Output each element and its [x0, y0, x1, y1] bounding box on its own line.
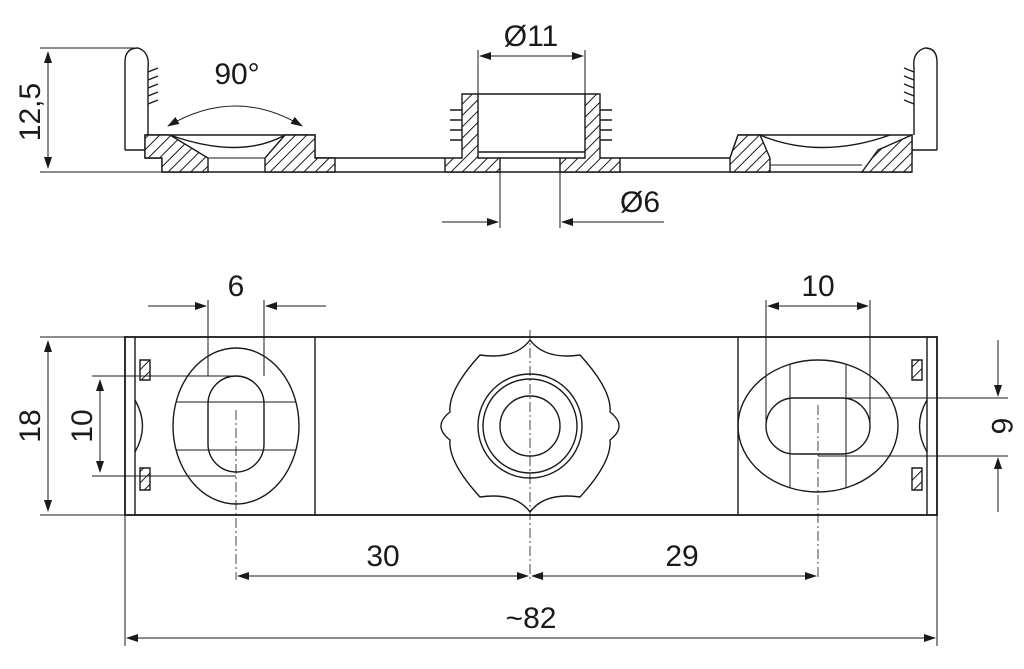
- dim-right-slot-height-text: 6: [985, 418, 1018, 435]
- dim-right-slot-width-text: 10: [801, 270, 834, 303]
- dim-outer-dia-text: Ø11: [504, 20, 558, 53]
- left-end-wall: [124, 47, 149, 150]
- right-countersink-section-b: [860, 133, 913, 173]
- dim-width-text: 18: [14, 409, 47, 442]
- countersink-curve-left: [169, 134, 286, 149]
- dim-overall-text: ~82: [506, 602, 557, 635]
- left-countersink-section-a: [144, 134, 209, 173]
- dim-left-slot-width-text: 6: [228, 270, 245, 303]
- left-oval-outer: [172, 347, 300, 505]
- right-end-wall: [913, 47, 938, 150]
- dim-center-right-text: 29: [665, 540, 698, 573]
- stud-section-right: [559, 93, 621, 173]
- right-countersink-section-a: [729, 134, 771, 173]
- angle-arc: [167, 105, 303, 127]
- dim-height-text: 12,5: [14, 83, 47, 141]
- plan-outline: [124, 336, 938, 516]
- dim-inner-dia-text: Ø6: [620, 186, 660, 219]
- stud-section-left: [444, 93, 501, 173]
- dim-left-slot-length-text: 10: [66, 409, 99, 442]
- left-countersink-section-b: [264, 134, 336, 173]
- plan-view: 6 10 18 10 6 30 29 ~82: [14, 270, 1018, 646]
- dim-angle-text: 90°: [214, 58, 259, 91]
- dim-left-center-text: 30: [366, 540, 399, 573]
- section-view: 12,5 90° Ø11 Ø6: [14, 20, 938, 228]
